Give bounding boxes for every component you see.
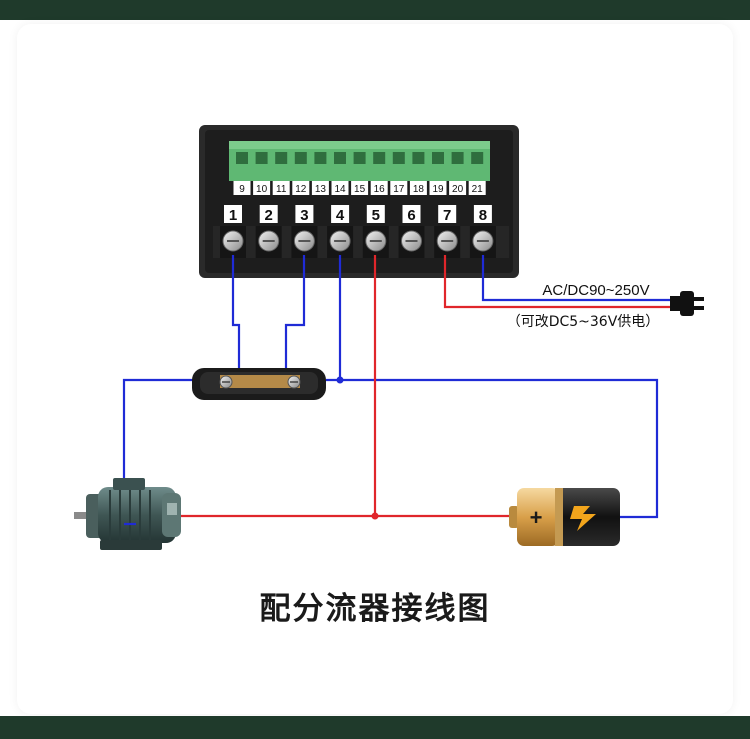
bottom-terminal-number: 5	[372, 207, 380, 224]
top-terminal-slot	[236, 152, 248, 164]
top-terminal-number: 19	[432, 184, 444, 195]
top-terminal-label-box	[233, 181, 251, 195]
top-terminal-number: 12	[295, 184, 307, 195]
top-terminal-number: 14	[334, 184, 346, 195]
bottom-terminal-number: 3	[300, 207, 308, 224]
junction-dot	[371, 512, 379, 520]
junction-dot	[336, 376, 344, 384]
top-terminal-slot	[471, 152, 484, 164]
power-supply-label: AC/DC90~250V	[542, 282, 649, 299]
top-terminal-number: 9	[239, 184, 245, 195]
diagram-caption: 配分流器接线图	[259, 591, 491, 627]
top-terminal-slot	[353, 152, 366, 164]
top-terminal-slot	[314, 152, 327, 164]
bottom-terminal-number: 7	[443, 207, 451, 224]
bottom-terminal-number: 8	[479, 207, 487, 224]
bottom-band	[0, 716, 750, 739]
top-band	[0, 0, 750, 20]
top-terminal-label-box	[253, 181, 271, 195]
top-terminal-label-box	[429, 181, 447, 195]
top-terminal-label-box	[390, 181, 408, 195]
bottom-terminal-label-box	[473, 205, 492, 223]
top-terminal-label-box	[272, 181, 290, 195]
top-terminal-number: 18	[413, 184, 425, 195]
top-terminal-number: 11	[276, 184, 287, 195]
bottom-terminal-number: 1	[229, 207, 237, 224]
battery-plus-sign: +	[530, 505, 543, 530]
bottom-terminal-label-box	[438, 205, 457, 223]
power-plug-icon	[670, 291, 704, 316]
top-terminal-label-box	[331, 181, 349, 195]
top-terminal-slot	[412, 152, 425, 164]
top-terminal-label-box	[370, 181, 388, 195]
bottom-terminal-label-box	[366, 205, 385, 223]
top-terminal-number: 21	[472, 184, 484, 195]
bottom-terminal-label-box	[295, 205, 314, 223]
top-terminal-slot	[432, 152, 444, 164]
top-terminal-label-box	[449, 181, 467, 195]
bottom-terminal-number: 2	[265, 207, 273, 224]
battery-icon: +	[509, 488, 620, 546]
power-supply-note: （可改DC5~36V供电）	[507, 314, 660, 330]
top-terminal-slot	[294, 152, 307, 164]
top-terminal-number: 17	[393, 184, 405, 195]
bottom-terminal-label-box	[224, 205, 242, 223]
shunt-resistor-icon	[192, 368, 326, 400]
top-terminal-slot	[334, 152, 346, 164]
top-terminal-number: 15	[354, 184, 366, 195]
top-terminal-label-box	[409, 181, 427, 195]
electric-motor-icon	[74, 478, 181, 550]
top-terminal-label-box	[311, 181, 329, 195]
bottom-terminal-number: 6	[407, 207, 415, 224]
top-terminal-slot	[373, 152, 386, 164]
top-terminal-number: 13	[315, 184, 327, 195]
bottom-terminal-label-box	[331, 205, 350, 223]
top-terminal-label-box	[292, 181, 310, 195]
top-terminal-number: 16	[374, 184, 386, 195]
top-terminal-slot	[392, 152, 405, 164]
top-terminal-number: 20	[452, 184, 464, 195]
bottom-terminal-label-box	[259, 205, 278, 223]
top-terminal-slot	[451, 152, 464, 164]
top-terminal-label-box	[351, 181, 369, 195]
top-terminal-number: 10	[256, 184, 268, 195]
top-terminal-label-box	[468, 181, 486, 195]
bottom-terminal-number: 4	[336, 207, 345, 224]
top-terminal-slot	[275, 152, 288, 164]
bottom-terminal-label-box	[402, 205, 421, 223]
top-terminal-slot	[255, 152, 268, 164]
lightning-icon	[570, 506, 596, 531]
